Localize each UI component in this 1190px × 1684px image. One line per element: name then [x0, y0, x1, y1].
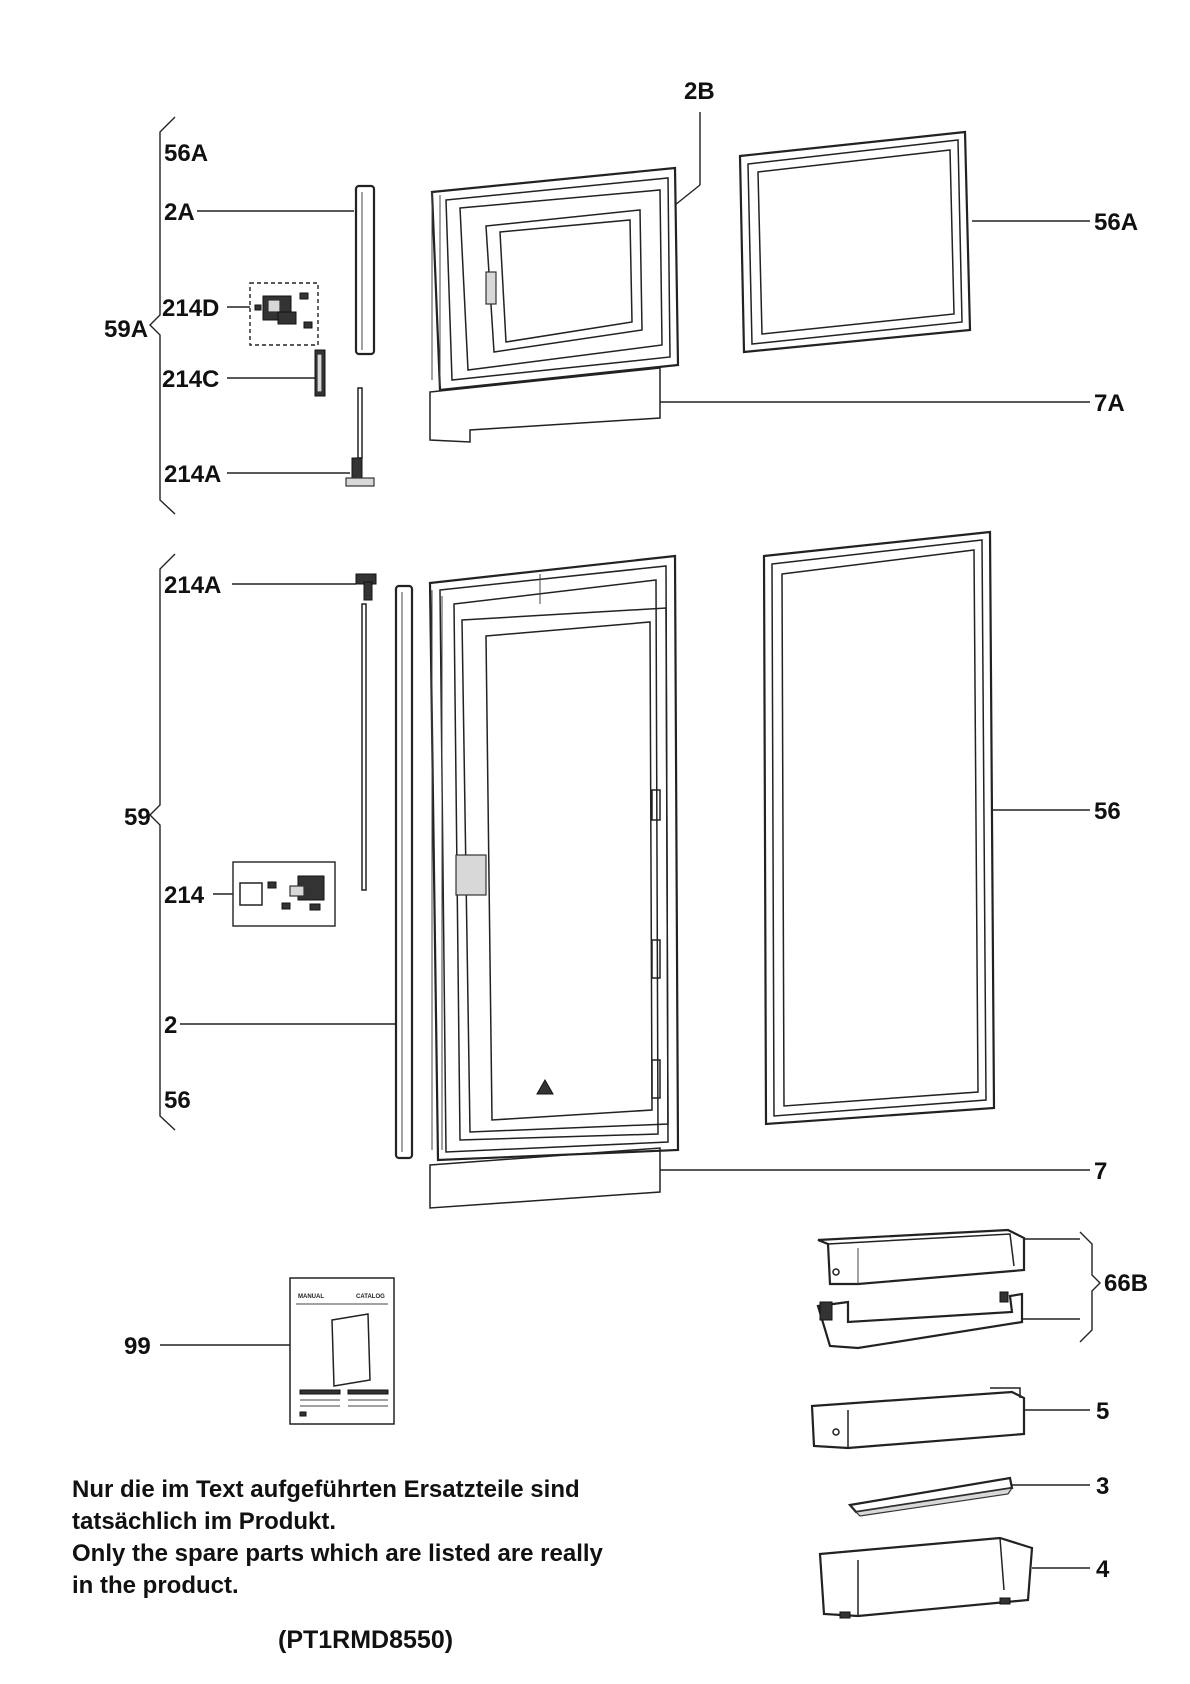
- leader-lines: [160, 112, 1090, 1569]
- part-56A-top-gasket: [738, 130, 972, 354]
- part-2A-strip: [354, 184, 376, 356]
- part-214A-bottom-hinge-pin: [355, 573, 377, 891]
- brace-66B: [1079, 1231, 1101, 1343]
- label-59: 59: [124, 804, 151, 831]
- part-7A-panel: [429, 367, 661, 443]
- model-code: (PT1RMD8550): [278, 1626, 454, 1654]
- label-7A: 7A: [1094, 390, 1125, 417]
- part-214-hinge-kit: [232, 861, 336, 927]
- label-99: 99: [124, 1333, 151, 1360]
- brace-59A: [149, 116, 176, 515]
- part-2B-freezer-door: [430, 166, 680, 392]
- part-214A-top-hinge-pin: [345, 387, 375, 487]
- part-7-panel: [429, 1147, 661, 1209]
- label-5: 5: [1096, 1398, 1110, 1425]
- part-99-manual: [289, 1277, 395, 1425]
- label-214: 214: [164, 882, 205, 909]
- note-line-1: Nur die im Text aufgeführten Ersatzteile…: [72, 1476, 580, 1503]
- part-5-door-shelf: [810, 1387, 1026, 1450]
- part-214D-hinge-kit: [249, 282, 319, 346]
- part-4-door-bin: [818, 1536, 1034, 1619]
- label-56-left: 56: [164, 1087, 191, 1114]
- label-214D: 214D: [162, 295, 220, 322]
- label-214A-top: 214A: [164, 461, 222, 488]
- part-214C: [314, 349, 326, 397]
- manual-left-heading: MANUAL: [298, 1294, 324, 1300]
- note-line-4: in the product.: [72, 1572, 239, 1599]
- label-214C: 214C: [162, 366, 220, 393]
- label-7: 7: [1094, 1158, 1108, 1185]
- label-4: 4: [1096, 1556, 1110, 1583]
- part-3-shelf-strip: [847, 1476, 1014, 1517]
- label-2: 2: [164, 1012, 178, 1039]
- label-66B: 66B: [1104, 1270, 1149, 1297]
- label-59A: 59A: [104, 316, 149, 343]
- label-214A-bottom: 214A: [164, 572, 222, 599]
- part-66B-door-shelves: [816, 1228, 1026, 1350]
- part-56-fridge-gasket: [762, 530, 996, 1126]
- label-56A-right: 56A: [1094, 209, 1139, 236]
- brace-59: [149, 553, 176, 1131]
- label-2B: 2B: [684, 78, 715, 105]
- label-2A: 2A: [164, 199, 195, 226]
- spare-parts-note: Nur die im Text aufgeführten Ersatzteile…: [72, 1474, 712, 1602]
- label-56A-left: 56A: [164, 140, 209, 167]
- manual-right-heading: CATALOG: [356, 1294, 385, 1300]
- note-line-2: tatsächlich im Produkt.: [72, 1508, 337, 1535]
- note-line-3: Only the spare parts which are listed ar…: [72, 1540, 603, 1567]
- label-3: 3: [1096, 1473, 1110, 1500]
- label-56-right: 56: [1094, 798, 1121, 825]
- part-59-fridge-door: [428, 554, 680, 1162]
- part-2-strip: [394, 584, 414, 1160]
